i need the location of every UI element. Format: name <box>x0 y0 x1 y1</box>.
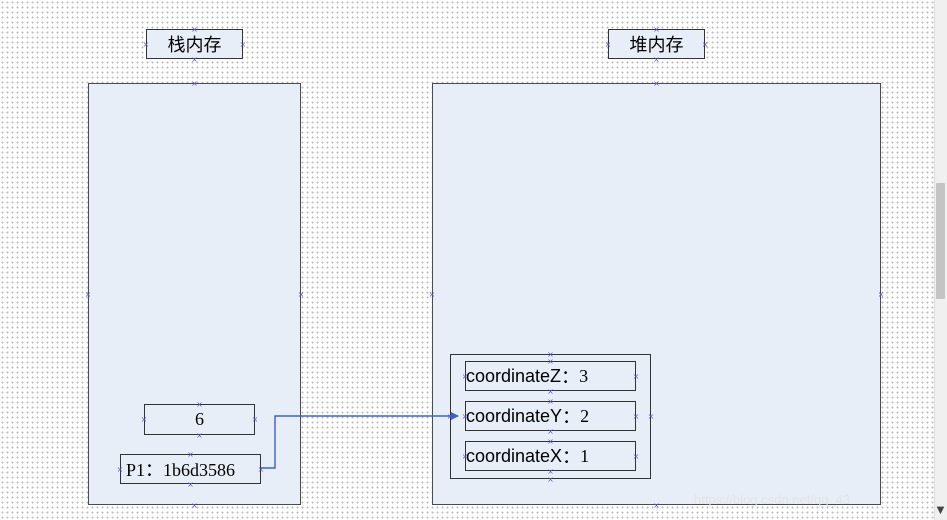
field-coordinate-y[interactable]: coordinateY：2 <box>465 401 636 431</box>
field-separator: ： <box>562 447 581 467</box>
selection-handle-icon[interactable]: × <box>632 411 640 421</box>
selection-handle-icon[interactable]: × <box>140 415 148 424</box>
selection-handle-icon[interactable]: × <box>547 349 554 359</box>
selection-handle-icon[interactable]: × <box>116 464 124 474</box>
selection-handle-icon[interactable]: × <box>653 78 660 88</box>
field-separator: ： <box>562 407 581 427</box>
field-value: 1 <box>580 445 590 466</box>
scroll-down-arrow-icon[interactable]: ▼ <box>936 505 945 516</box>
stack-memory-title: 栈内存 <box>146 29 243 59</box>
selection-handle-icon[interactable]: × <box>191 78 198 88</box>
selection-handle-icon[interactable]: × <box>257 464 265 474</box>
selection-handle-icon[interactable]: × <box>653 24 660 34</box>
selection-handle-icon[interactable]: × <box>191 500 198 510</box>
selection-handle-icon[interactable]: × <box>251 415 259 424</box>
stack-pointer-cell[interactable]: P1：1b6d3586 <box>120 454 261 484</box>
selection-handle-icon[interactable]: × <box>191 24 198 34</box>
selection-handle-icon[interactable]: × <box>632 451 640 461</box>
selection-handle-icon[interactable]: × <box>547 426 554 436</box>
selection-handle-icon[interactable]: × <box>461 451 469 461</box>
selection-handle-icon[interactable]: × <box>446 412 454 421</box>
selection-handle-icon[interactable]: × <box>647 412 655 421</box>
selection-handle-icon[interactable]: × <box>547 436 554 446</box>
field-name: coordinateZ <box>466 365 562 386</box>
selection-handle-icon[interactable]: × <box>547 356 554 366</box>
selection-handle-icon[interactable]: × <box>142 39 150 49</box>
reference-arrow-line <box>261 412 459 469</box>
selection-handle-icon[interactable]: × <box>547 396 554 406</box>
stack-value-cell[interactable]: 6 <box>144 404 255 435</box>
selection-handle-icon[interactable]: × <box>191 54 198 64</box>
scrollbar-thumb[interactable] <box>936 183 945 299</box>
field-name: coordinateX <box>466 445 563 466</box>
field-coordinate-x[interactable]: coordinateX：1 <box>465 441 636 471</box>
selection-handle-icon[interactable]: × <box>428 289 436 299</box>
selection-handle-icon[interactable]: × <box>84 289 92 299</box>
selection-handle-icon[interactable]: × <box>653 500 660 510</box>
selection-handle-icon[interactable]: × <box>187 449 194 459</box>
selection-handle-icon[interactable]: × <box>297 289 305 299</box>
selection-handle-icon[interactable]: × <box>461 411 469 421</box>
field-name: coordinateY <box>466 405 563 426</box>
selection-handle-icon[interactable]: × <box>196 399 203 409</box>
selection-handle-icon[interactable]: × <box>632 371 640 381</box>
field-value: 3 <box>579 365 589 386</box>
selection-handle-icon[interactable]: × <box>547 386 554 396</box>
selection-handle-icon[interactable]: × <box>196 430 203 440</box>
watermark: https://blog.csdn.net/qq_43 <box>694 492 851 507</box>
field-value: 2 <box>580 405 590 426</box>
selection-handle-icon[interactable]: × <box>701 39 709 49</box>
selection-handle-icon[interactable]: × <box>653 54 660 64</box>
field-separator: ： <box>561 367 580 387</box>
heap-memory-title: 堆内存 <box>608 29 705 59</box>
selection-handle-icon[interactable]: × <box>547 474 554 484</box>
selection-handle-icon[interactable]: × <box>461 371 469 381</box>
selection-handle-icon[interactable]: × <box>239 39 247 49</box>
selection-handle-icon[interactable]: × <box>547 466 554 476</box>
field-coordinate-z[interactable]: coordinateZ：3 <box>465 361 636 391</box>
selection-handle-icon[interactable]: × <box>187 479 194 489</box>
selection-handle-icon[interactable]: × <box>604 39 612 49</box>
selection-handle-icon[interactable]: × <box>877 289 885 299</box>
